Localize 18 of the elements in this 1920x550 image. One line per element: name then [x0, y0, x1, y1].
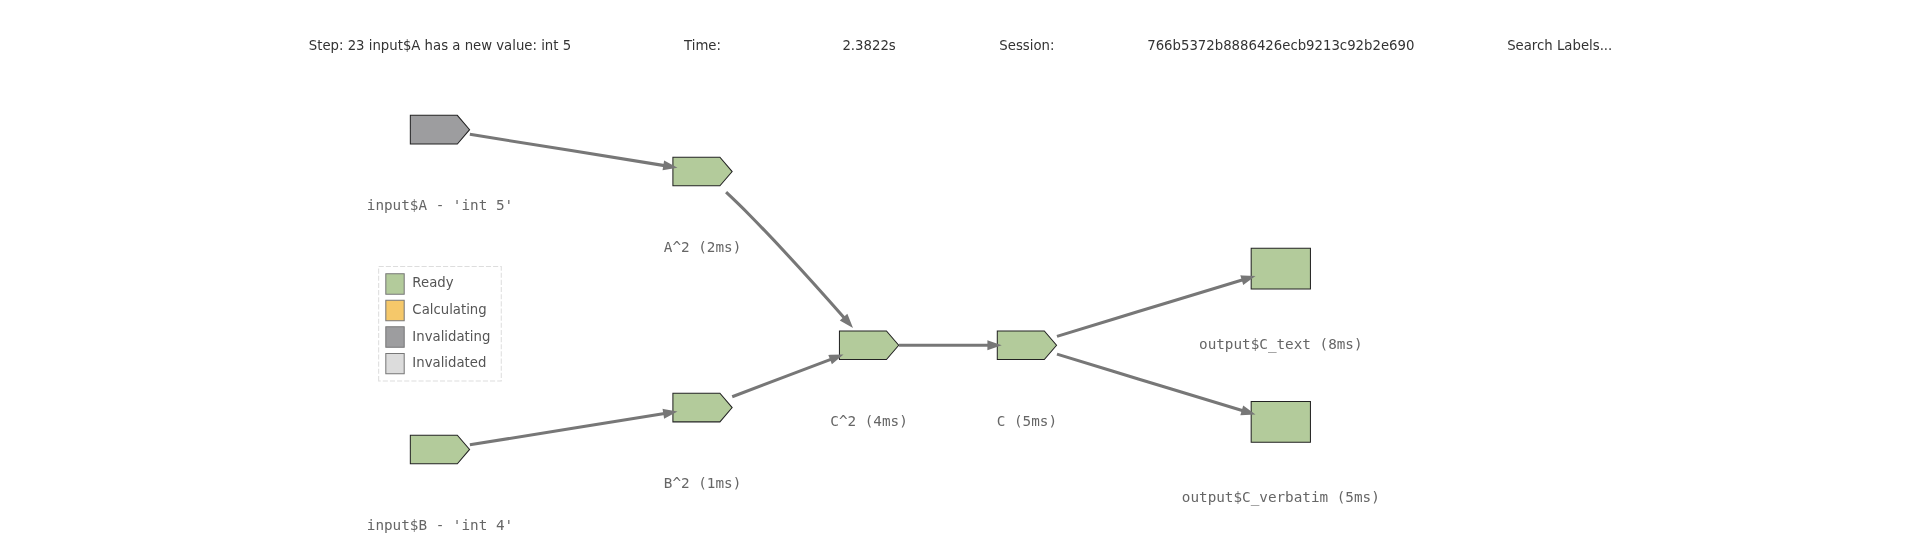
label: 766b5372b8886426ecb9213c92b2e690: [1147, 38, 1415, 54]
node-label: B^2 (1ms): [663, 474, 742, 491]
label: Search Labels...: [1507, 38, 1613, 54]
label: Session:: [999, 38, 1055, 54]
label: Time:: [684, 38, 721, 54]
node-label: C^2 (4ms): [830, 412, 908, 429]
legend-label: Calculating: [412, 301, 487, 317]
node-label: C (5ms): [996, 412, 1058, 429]
label: Step: 23 input$A has a new value: int 5: [308, 38, 572, 54]
node-label: output$C_verbatim (5ms): [1181, 489, 1380, 506]
node-label: input$B - 'int 4': [366, 516, 514, 533]
node-label: input$A - 'int 5': [366, 197, 514, 214]
legend-label: Invalidated: [412, 355, 487, 371]
label: 2.3822s: [842, 38, 896, 54]
legend-label: Ready: [412, 275, 454, 291]
node-label: A^2 (2ms): [663, 238, 742, 255]
node-label: output$C_text (8ms): [1199, 336, 1363, 353]
legend-label: Invalidating: [412, 328, 491, 344]
